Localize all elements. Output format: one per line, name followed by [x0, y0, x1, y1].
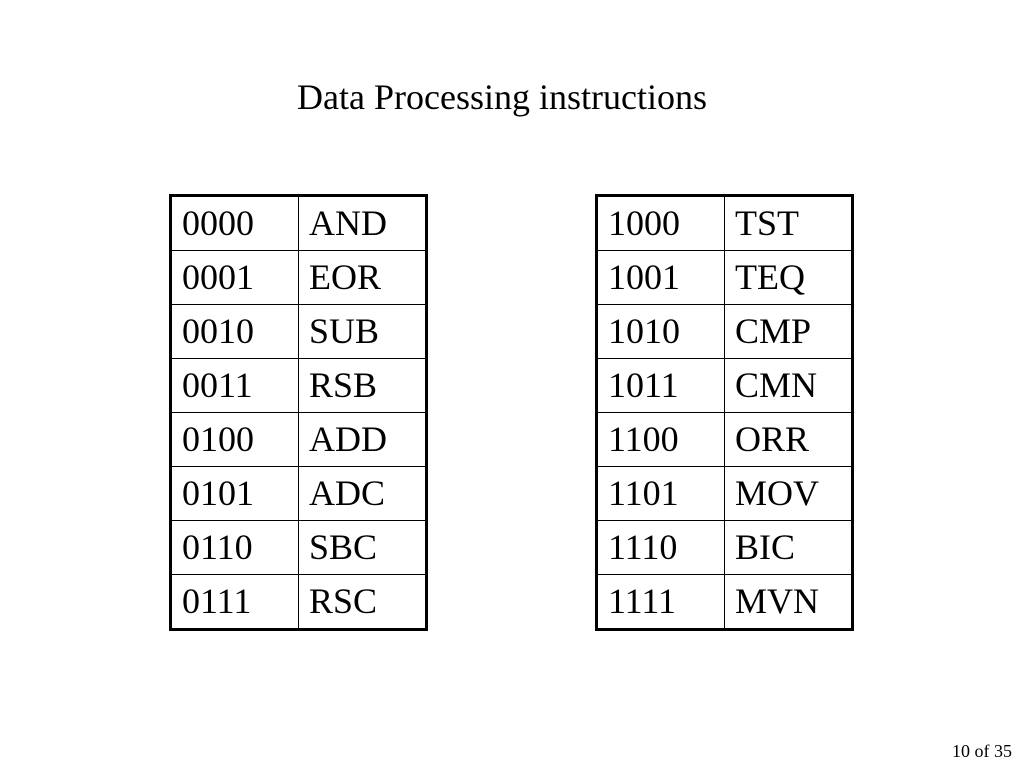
- opcode-mnemonic: CMN: [724, 358, 853, 413]
- opcode-mnemonic: RSC: [298, 574, 427, 630]
- table-row: 1010 CMP: [596, 304, 853, 359]
- table-row: 1011 CMN: [596, 358, 853, 413]
- opcode-mnemonic: TST: [724, 195, 853, 251]
- table-row: 0101 ADC: [170, 466, 427, 521]
- table-row: 0100 ADD: [170, 412, 427, 467]
- table-row: 0001 EOR: [170, 250, 427, 305]
- slide-title: Data Processing instructions: [297, 77, 707, 117]
- opcode-mnemonic: EOR: [298, 250, 427, 305]
- opcode-mnemonic: TEQ: [724, 250, 853, 305]
- opcode-binary: 1001: [596, 250, 725, 305]
- table-row: 1001 TEQ: [596, 250, 853, 305]
- table-row: 1000 TST: [596, 195, 853, 251]
- opcode-binary: 1100: [596, 412, 725, 467]
- opcode-mnemonic: BIC: [724, 520, 853, 575]
- table-row: 0011 RSB: [170, 358, 427, 413]
- opcode-binary: 0100: [170, 412, 299, 467]
- opcode-binary: 0010: [170, 304, 299, 359]
- opcode-mnemonic: CMP: [724, 304, 853, 359]
- table-row: 1100 ORR: [596, 412, 853, 467]
- opcode-mnemonic: SBC: [298, 520, 427, 575]
- opcode-binary: 0001: [170, 250, 299, 305]
- opcode-binary: 1101: [596, 466, 725, 521]
- opcode-mnemonic: AND: [298, 195, 427, 251]
- opcode-binary: 1010: [596, 304, 725, 359]
- opcode-binary: 1011: [596, 358, 725, 413]
- opcode-mnemonic: ORR: [724, 412, 853, 467]
- table-row: 1110 BIC: [596, 520, 853, 575]
- table-row: 0010 SUB: [170, 304, 427, 359]
- opcode-table-left: 0000 AND 0001 EOR 0010 SUB 0011 RSB 0100…: [169, 194, 428, 631]
- opcode-binary: 0110: [170, 520, 299, 575]
- opcode-binary: 0000: [170, 195, 299, 251]
- opcode-mnemonic: MOV: [724, 466, 853, 521]
- opcode-binary: 0111: [170, 574, 299, 630]
- opcode-binary: 1110: [596, 520, 725, 575]
- opcode-binary: 0101: [170, 466, 299, 521]
- opcode-binary: 1000: [596, 195, 725, 251]
- opcode-mnemonic: RSB: [298, 358, 427, 413]
- table-row: 1111 MVN: [596, 574, 853, 630]
- table-row: 0111 RSC: [170, 574, 427, 630]
- table-row: 0000 AND: [170, 195, 427, 251]
- opcode-binary: 0011: [170, 358, 299, 413]
- opcode-mnemonic: MVN: [724, 574, 853, 630]
- opcode-mnemonic: ADD: [298, 412, 427, 467]
- opcode-mnemonic: SUB: [298, 304, 427, 359]
- opcode-binary: 1111: [596, 574, 725, 630]
- opcode-table-right: 1000 TST 1001 TEQ 1010 CMP 1011 CMN 1100…: [595, 194, 854, 631]
- page-number: 10 of 35: [952, 741, 1012, 761]
- table-row: 0110 SBC: [170, 520, 427, 575]
- opcode-mnemonic: ADC: [298, 466, 427, 521]
- table-row: 1101 MOV: [596, 466, 853, 521]
